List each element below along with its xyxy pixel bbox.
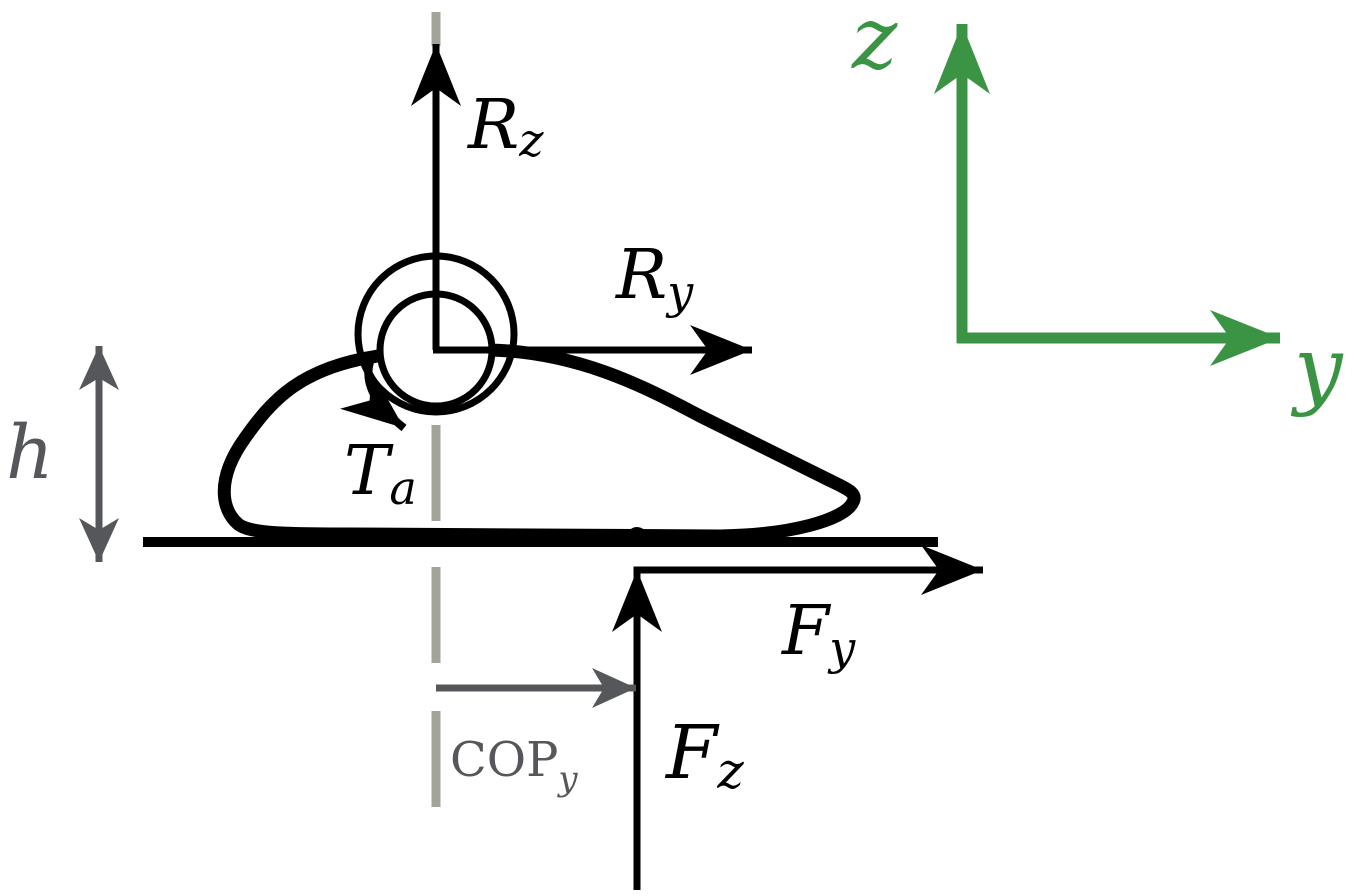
h-label: h: [6, 410, 54, 496]
foot-outline: [217, 343, 861, 543]
z-axis-label: z: [851, 0, 898, 89]
ta-label: Ta: [344, 432, 417, 515]
y-axis-label: y: [1290, 319, 1344, 419]
ry-label: Ry: [614, 236, 694, 319]
rz-label: Rz: [466, 86, 544, 167]
coordinate-axes: [934, 24, 1280, 366]
fz-label: Fz: [664, 710, 744, 800]
cop-label: COPy: [450, 732, 578, 799]
fy-label: Fy: [780, 592, 856, 675]
center-of-pressure-dot: [627, 527, 647, 547]
ta-moment-arrow: [339, 360, 407, 432]
